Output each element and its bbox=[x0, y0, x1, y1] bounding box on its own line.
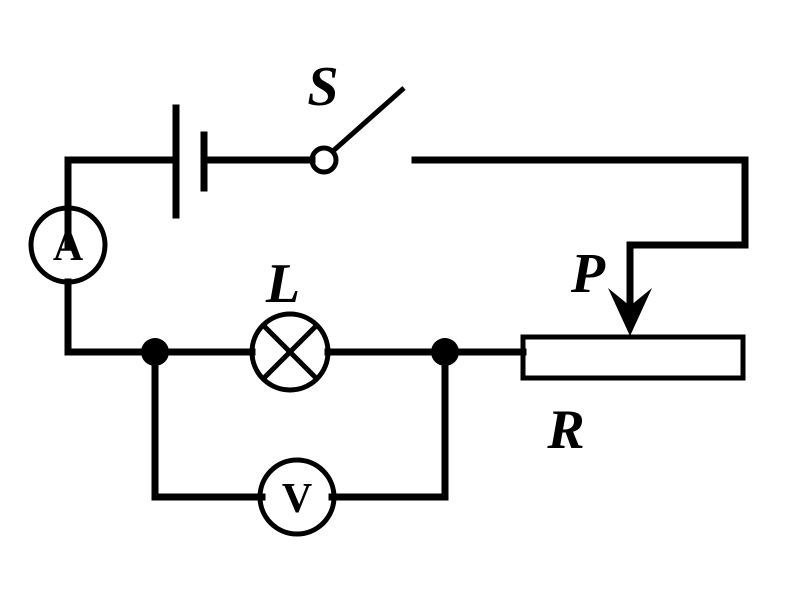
slider-arrowhead bbox=[608, 288, 652, 336]
wire-top-left bbox=[64, 156, 180, 249]
voltmeter-label: V bbox=[282, 476, 312, 522]
wire-voltmeter-branch bbox=[151, 348, 449, 501]
wire-left-lower bbox=[64, 278, 256, 356]
slider-label: P bbox=[570, 243, 606, 305]
lamp-cross-2 bbox=[261, 323, 319, 381]
rheostat-body bbox=[520, 334, 746, 381]
rheostat-label: R bbox=[546, 399, 584, 461]
switch-label: S bbox=[307, 56, 338, 118]
voltmeter-circle bbox=[257, 457, 337, 537]
switch-blade bbox=[331, 86, 406, 153]
lamp-label: L bbox=[265, 253, 300, 315]
switch-pivot bbox=[309, 145, 339, 175]
ammeter-label: A bbox=[53, 224, 84, 270]
wire-top-right bbox=[411, 156, 749, 309]
